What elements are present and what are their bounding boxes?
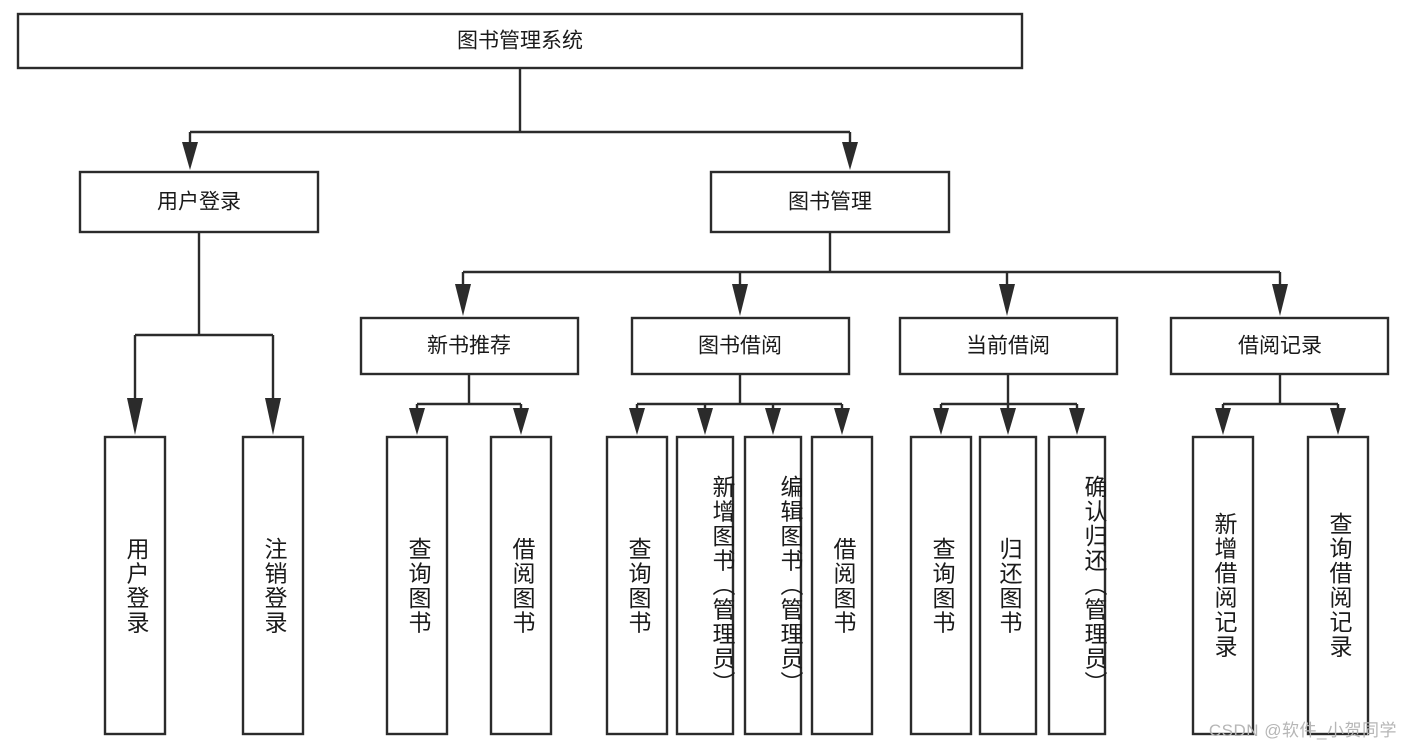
node-book-borrow[interactable]: 图书借阅: [630, 316, 851, 376]
node-user-login[interactable]: 用户登录: [78, 170, 320, 234]
node-user-login-label: 用户登录: [157, 191, 241, 214]
connector-record-to-leaves: [1215, 374, 1346, 435]
leaf-box-query-book-1[interactable]: [385, 435, 449, 736]
node-book-management[interactable]: 图书管理: [709, 170, 951, 234]
node-current-borrow[interactable]: 当前借阅: [898, 316, 1119, 376]
node-root[interactable]: 图书管理系统: [16, 12, 1024, 70]
leaf-box-edit-book[interactable]: [743, 435, 803, 736]
leaf-box-add-record[interactable]: [1191, 435, 1255, 736]
connector-bookmgmt-to-level3: [455, 232, 1288, 316]
node-borrow-record-label: 借阅记录: [1238, 335, 1322, 358]
leaf-box-user-login[interactable]: [103, 435, 167, 736]
connector-userlogin-to-leaves: [127, 232, 281, 435]
leaf-box-query-book-3[interactable]: [909, 435, 973, 736]
node-new-book-recommend[interactable]: 新书推荐: [359, 316, 580, 376]
leaf-box-return-book[interactable]: [978, 435, 1038, 736]
leaf-box-add-book[interactable]: [675, 435, 735, 736]
leaf-box-borrow-book-1[interactable]: [489, 435, 553, 736]
node-current-borrow-label: 当前借阅: [966, 335, 1050, 358]
node-root-label: 图书管理系统: [457, 30, 583, 53]
leaf-box-confirm-return[interactable]: [1047, 435, 1107, 736]
leaf-box-logout[interactable]: [241, 435, 305, 736]
node-book-borrow-label: 图书借阅: [698, 335, 782, 358]
connector-newbook-to-leaves: [409, 374, 529, 435]
csdn-watermark: CSDN @软件_小贺同学: [1208, 721, 1397, 740]
node-book-management-label: 图书管理: [788, 191, 872, 214]
node-new-book-recommend-label: 新书推荐: [427, 335, 511, 358]
connector-current-to-leaves: [933, 374, 1085, 435]
connector-borrow-to-leaves: [629, 374, 850, 435]
leaf-box-query-book-2[interactable]: [605, 435, 669, 736]
leaf-box-borrow-book-2[interactable]: [810, 435, 874, 736]
node-borrow-record[interactable]: 借阅记录: [1169, 316, 1390, 376]
leaf-box-query-record[interactable]: [1306, 435, 1370, 736]
connector-root-to-level2: [182, 68, 858, 170]
